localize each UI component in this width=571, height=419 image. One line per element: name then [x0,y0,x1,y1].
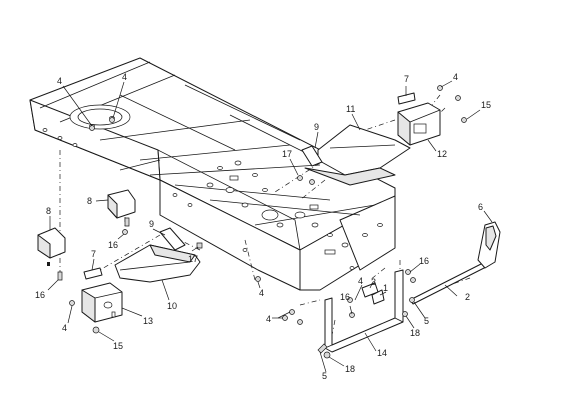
callout-label: 6 [478,202,483,212]
callout-label: 16 [419,256,429,266]
callout-label: 17 [282,149,292,159]
callout-label: 9 [314,122,319,132]
bracket-part-12 [397,102,441,146]
callout-label: 14 [377,348,387,358]
callout-label: 16 [108,240,118,250]
callout-label: 1 [383,283,388,293]
callout-label: 4 [453,72,458,82]
bracket-part-13 [81,282,123,323]
callout-label: 4 [62,323,67,333]
callout-label: 4 [266,314,271,324]
plate-part-7-left [83,267,103,280]
callout-label: 18 [410,328,420,338]
callouts: 4 4 7 4 11 15 9 17 12 8 8 6 9 16 17 7 16… [35,72,491,381]
strap-part-9-right [301,145,323,167]
leader-lines [47,80,493,373]
callout-label: 4 [358,276,363,286]
callout-label: 5 [424,316,429,326]
callout-label: 16 [35,290,45,300]
fasteners [69,85,467,359]
callout-label: 9 [149,219,154,229]
callout-label: 7 [404,74,409,84]
clip-parts-1-3 [361,282,385,305]
callout-label: 4 [122,72,127,82]
strap-part-9-left [159,227,203,251]
callout-label: 13 [143,316,153,326]
bracket-part-8-upper [107,189,136,227]
callout-label: 10 [167,301,177,311]
callout-label: 17 [188,254,198,264]
callout-label: 18 [345,364,355,374]
callout-label: 8 [87,196,92,206]
callout-label: 16 [340,292,350,302]
callout-label: 7 [91,249,96,259]
u-bracket-part-14 [324,269,404,353]
plate-part-7-right [397,92,416,105]
callout-label: 11 [346,104,355,114]
callout-label: 12 [437,149,447,159]
callout-label: 5 [322,371,327,381]
callout-label: 4 [259,288,264,298]
callout-label: 3 [371,277,376,287]
callout-label: 15 [113,341,123,351]
deflector-part-10 [114,244,201,283]
callout-label: 15 [481,100,491,110]
callout-label: 4 [57,76,62,86]
deflector-part-11 [304,124,411,186]
bracket-part-8-left [37,227,66,281]
callout-label: 2 [465,292,470,302]
callout-label: 8 [46,206,51,216]
